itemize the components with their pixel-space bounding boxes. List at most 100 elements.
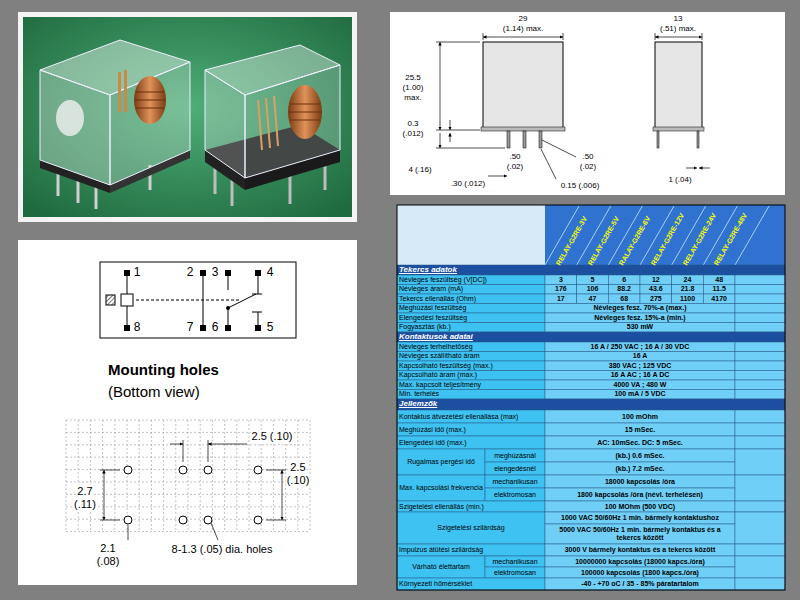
table-cell-ground: [545, 449, 735, 462]
row-label: Névleges feszültség (V[DC]): [399, 276, 543, 284]
dimension-drawing: [436, 130, 480, 131]
dimension-label: 2.5 (.10): [251, 430, 294, 443]
schematic-panel: [104, 470, 105, 520]
table-cell-ground: [485, 462, 545, 475]
table-cell-ground: [397, 294, 545, 304]
dimension-label: 1 (.04): [667, 175, 692, 184]
table-cell-ground: [608, 294, 640, 304]
dimension-drawing: [542, 140, 576, 157]
section-header: Tekercs adatok: [399, 266, 783, 275]
table-cell: 100 mA / 5 VDC: [547, 390, 733, 398]
column-header-box: RELAY-G2RE-5V: [586, 215, 620, 266]
table-cell-ground: [735, 275, 785, 285]
table-cell-ground: [545, 436, 735, 449]
dimension-label-box: (1.00): [402, 83, 425, 92]
column-header: RELAY-G2RE-3V: [554, 215, 588, 266]
table-cell: 17: [547, 295, 575, 303]
table-cell-ground: [577, 294, 609, 304]
dimension-drawing: [539, 131, 542, 148]
table-cell-ground: [735, 578, 785, 590]
table-cell-ground: [397, 390, 545, 400]
pin-number: 6: [211, 321, 220, 335]
table-cell-ground: [672, 285, 704, 295]
table-cell-ground: [397, 265, 785, 275]
table-cell-ground: [397, 423, 545, 436]
dimension-label: .50: [508, 152, 521, 161]
schematic-panel: [255, 325, 261, 331]
section-header: Jellemzők: [399, 400, 783, 409]
dimension-label-box: (.11): [73, 498, 97, 511]
table-cell: 47: [579, 295, 607, 303]
grid-line: [66, 531, 310, 532]
pin-number-box: 1: [133, 266, 142, 280]
sub-label: elektromosan: [487, 491, 543, 499]
dimension-label: (.10): [286, 474, 311, 487]
dimension-label-box: (.08): [96, 555, 121, 568]
row-label-box: Meghúzási idő (max.): [397, 423, 545, 436]
dimension-label: .30 (.012): [450, 179, 486, 188]
row-label-box: Kapcsolható áram (max.): [397, 371, 545, 381]
grid-line: [212, 420, 213, 532]
dimension-drawing: [657, 131, 659, 148]
table-cell: 16 A / 250 VAC ; 16 A / 30 VDC: [547, 343, 733, 351]
row-label-box: Kapcsolható feszültség (max.): [397, 361, 545, 371]
dimension-drawing: [436, 148, 505, 149]
dimension-drawing: [655, 33, 656, 40]
table-cell-ground: [397, 352, 545, 362]
table-cell: 24: [674, 276, 702, 284]
dimension-label: 2.5: [289, 461, 306, 474]
table-cell-ground: [545, 371, 735, 381]
dimension-label-box: (.51) max.: [659, 24, 697, 33]
relay-photo: [288, 85, 322, 139]
table-cell-ground: [397, 512, 545, 544]
pin-number: 3: [211, 266, 220, 280]
pin-number-box: 8: [133, 321, 142, 335]
table-cell: 5: [579, 276, 607, 284]
table-cell: 100 mOhm: [547, 413, 733, 421]
table-cell-ground: [545, 567, 735, 578]
table-cell-ground: [397, 475, 485, 501]
pin-number-box: 4: [266, 266, 275, 280]
dimension-label-box: (.02): [579, 162, 597, 171]
grid-line: [66, 457, 310, 458]
relay-photo: [289, 112, 321, 113]
row-label-box: Impulzus átütési szilárdság: [397, 544, 545, 556]
table-cell-ground: [735, 410, 785, 423]
table-cell-ground: [545, 380, 735, 390]
table-cell: 21.8: [674, 285, 702, 293]
dimension-label: (.02): [506, 162, 524, 171]
dimension-drawing: [436, 42, 480, 43]
grid-line: [90, 420, 91, 532]
group-label: Várható élettartam: [399, 563, 483, 571]
heading-box: Mounting holes: [107, 361, 220, 378]
dimension-label: (1.14) max.: [502, 24, 544, 33]
dimension-label-box: 25.5: [404, 73, 422, 82]
table-cell-ground: [397, 304, 545, 314]
table-cell: 11.5: [705, 285, 733, 293]
dimension-drawing: [488, 176, 507, 177]
table-cell-ground: [545, 275, 577, 285]
schematic-panel: [254, 466, 262, 474]
grid-line: [78, 420, 79, 532]
sub-label-box: elengedésnél: [485, 462, 545, 475]
table-cell: 106: [579, 285, 607, 293]
pin-number-box: 2: [186, 266, 195, 280]
sub-label-box: elektromosan: [485, 567, 545, 578]
dimension-drawing: [523, 131, 526, 148]
table-cell-box: 3000 V bármely kontaktus és a tekercs kö…: [545, 544, 735, 556]
table-cell: 16 A: [547, 352, 733, 360]
schematic-panel: [170, 444, 183, 445]
dimension-label: (.012): [402, 129, 425, 138]
table-cell-ground: [735, 294, 785, 304]
table-cell-box: 4000 VA ; 480 W: [545, 380, 735, 390]
row-label-box: Elengedési idő (max.): [397, 436, 545, 449]
dimension-drawing: [563, 33, 564, 40]
row-label-box: Elengedési feszültség: [397, 313, 545, 323]
schematic-panel: [200, 325, 206, 331]
schematic-panel: [228, 276, 229, 290]
table-cell-ground: [545, 410, 735, 423]
dimension-label-box: (.02): [506, 162, 524, 171]
table-cell-ground: [545, 524, 735, 544]
relay-photo: [258, 96, 278, 150]
